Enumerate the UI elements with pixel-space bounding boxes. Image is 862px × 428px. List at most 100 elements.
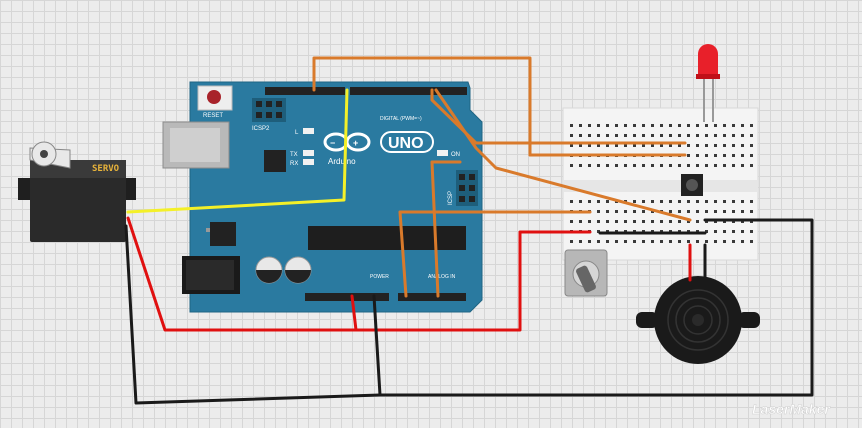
breadboard-hole[interactable] <box>606 240 609 243</box>
breadboard-hole[interactable] <box>714 154 717 157</box>
breadboard-hole[interactable] <box>687 220 690 223</box>
breadboard-hole[interactable] <box>678 164 681 167</box>
breadboard-hole[interactable] <box>714 200 717 203</box>
breadboard-hole[interactable] <box>723 134 726 137</box>
breadboard-hole[interactable] <box>723 124 726 127</box>
breadboard-hole[interactable] <box>597 230 600 233</box>
breadboard-hole[interactable] <box>705 210 708 213</box>
breadboard-hole[interactable] <box>570 124 573 127</box>
breadboard-hole[interactable] <box>588 134 591 137</box>
breadboard-hole[interactable] <box>750 200 753 203</box>
wire-orange[interactable] <box>430 88 687 145</box>
breadboard-hole[interactable] <box>660 240 663 243</box>
breadboard-hole[interactable] <box>642 240 645 243</box>
breadboard-hole[interactable] <box>669 210 672 213</box>
breadboard-hole[interactable] <box>714 124 717 127</box>
breadboard-hole[interactable] <box>633 134 636 137</box>
breadboard-hole[interactable] <box>579 124 582 127</box>
breadboard-hole[interactable] <box>705 124 708 127</box>
breadboard-hole[interactable] <box>678 144 681 147</box>
breadboard-hole[interactable] <box>615 144 618 147</box>
breadboard-hole[interactable] <box>741 240 744 243</box>
breadboard-hole[interactable] <box>624 240 627 243</box>
breadboard-hole[interactable] <box>669 240 672 243</box>
potentiometer[interactable] <box>564 249 608 297</box>
breadboard-hole[interactable] <box>633 164 636 167</box>
breadboard-hole[interactable] <box>588 164 591 167</box>
breadboard-hole[interactable] <box>588 200 591 203</box>
breadboard-hole[interactable] <box>750 210 753 213</box>
breadboard-hole[interactable] <box>696 240 699 243</box>
breadboard-hole[interactable] <box>714 134 717 137</box>
breadboard-hole[interactable] <box>678 200 681 203</box>
breadboard-hole[interactable] <box>615 124 618 127</box>
breadboard-hole[interactable] <box>624 210 627 213</box>
breadboard-hole[interactable] <box>633 220 636 223</box>
breadboard-hole[interactable] <box>651 134 654 137</box>
breadboard-hole[interactable] <box>750 124 753 127</box>
breadboard-hole[interactable] <box>696 210 699 213</box>
wire-orange[interactable] <box>398 210 592 298</box>
breadboard-hole[interactable] <box>750 154 753 157</box>
breadboard-hole[interactable] <box>723 230 726 233</box>
breadboard-hole[interactable] <box>606 220 609 223</box>
breadboard-hole[interactable] <box>741 230 744 233</box>
breadboard-hole[interactable] <box>588 240 591 243</box>
breadboard-hole[interactable] <box>615 220 618 223</box>
breadboard-hole[interactable] <box>705 134 708 137</box>
breadboard-hole[interactable] <box>651 144 654 147</box>
breadboard-hole[interactable] <box>687 200 690 203</box>
pushbutton[interactable] <box>681 174 703 196</box>
servo-motor[interactable]: SERVO <box>18 141 136 242</box>
wire-red[interactable] <box>126 216 592 332</box>
breadboard-hole[interactable] <box>615 210 618 213</box>
breadboard-hole[interactable] <box>741 134 744 137</box>
breadboard-hole[interactable] <box>570 134 573 137</box>
breadboard-hole[interactable] <box>732 154 735 157</box>
breadboard-hole[interactable] <box>606 164 609 167</box>
breadboard-hole[interactable] <box>615 240 618 243</box>
arduino-uno-board[interactable]: RESET ICSP2 L TX RX ON − + Ar <box>162 81 483 313</box>
breadboard-hole[interactable] <box>579 134 582 137</box>
breadboard-hole[interactable] <box>633 124 636 127</box>
breadboard-hole[interactable] <box>705 144 708 147</box>
breadboard-hole[interactable] <box>597 164 600 167</box>
breadboard-hole[interactable] <box>660 124 663 127</box>
breadboard-hole[interactable] <box>741 164 744 167</box>
breadboard-hole[interactable] <box>696 164 699 167</box>
breadboard-hole[interactable] <box>651 164 654 167</box>
piezo-buzzer[interactable] <box>636 276 760 364</box>
breadboard-hole[interactable] <box>588 124 591 127</box>
breadboard-hole[interactable] <box>687 210 690 213</box>
breadboard-hole[interactable] <box>732 230 735 233</box>
breadboard-hole[interactable] <box>651 124 654 127</box>
breadboard-hole[interactable] <box>750 134 753 137</box>
breadboard-hole[interactable] <box>750 164 753 167</box>
breadboard-hole[interactable] <box>687 240 690 243</box>
breadboard-hole[interactable] <box>588 144 591 147</box>
breadboard-hole[interactable] <box>705 230 708 233</box>
breadboard-hole[interactable] <box>579 240 582 243</box>
breadboard-hole[interactable] <box>669 200 672 203</box>
breadboard-hole[interactable] <box>678 240 681 243</box>
breadboard-hole[interactable] <box>750 240 753 243</box>
breadboard-hole[interactable] <box>642 220 645 223</box>
breadboard-hole[interactable] <box>651 220 654 223</box>
breadboard-hole[interactable] <box>660 200 663 203</box>
wire-orange[interactable] <box>312 56 532 157</box>
wire-black[interactable] <box>372 294 382 397</box>
breadboard-hole[interactable] <box>570 200 573 203</box>
breadboard-hole[interactable] <box>651 240 654 243</box>
breadboard-hole[interactable] <box>624 134 627 137</box>
breadboard-hole[interactable] <box>705 200 708 203</box>
analog-header[interactable] <box>398 293 466 301</box>
breadboard-hole[interactable] <box>741 200 744 203</box>
breadboard-hole[interactable] <box>660 144 663 147</box>
breadboard-hole[interactable] <box>732 164 735 167</box>
breadboard-hole[interactable] <box>597 240 600 243</box>
breadboard-hole[interactable] <box>687 124 690 127</box>
breadboard-hole[interactable] <box>678 210 681 213</box>
breadboard-hole[interactable] <box>714 230 717 233</box>
breadboard-hole[interactable] <box>723 154 726 157</box>
breadboard-hole[interactable] <box>570 164 573 167</box>
